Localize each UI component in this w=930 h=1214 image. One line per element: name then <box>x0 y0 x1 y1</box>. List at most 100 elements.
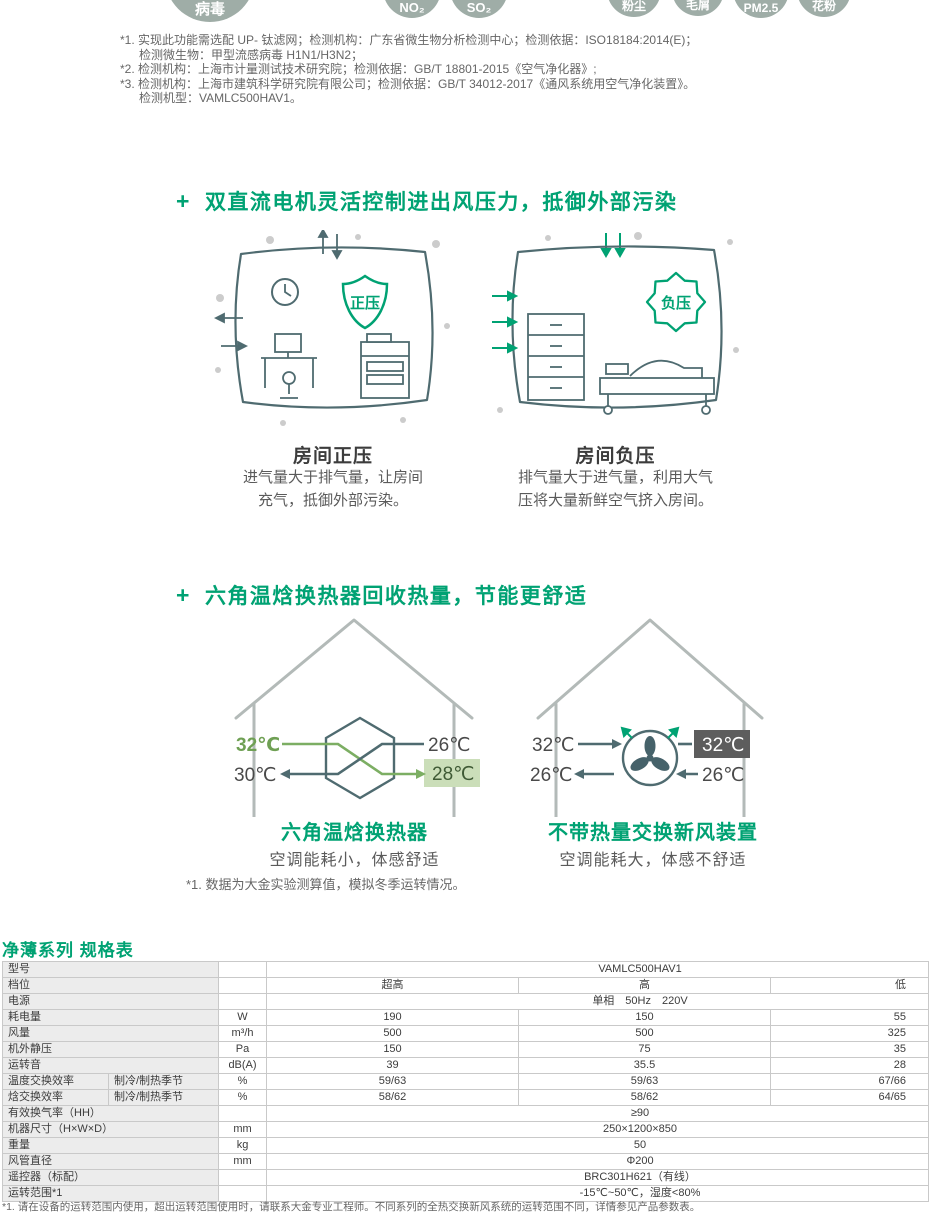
spec-unit-cell <box>218 961 267 978</box>
negative-pressure-burst-icon: 负压 <box>645 271 707 333</box>
spec-value-cell: 28 <box>769 1057 930 1074</box>
spec-label-cell: 重量 <box>2 1137 219 1154</box>
pollutant-icon-no2: NO₂ <box>383 0 441 18</box>
positive-pressure-room-illustration: 正压 <box>213 230 450 426</box>
caption-heat-exchanger-desc: 空调能耗小，体感舒适 <box>269 852 440 869</box>
spec-table-row: 遥控器（标配） BRC301H621（有线） <box>2 1169 930 1186</box>
unchanged-temp-box <box>694 730 750 758</box>
exhaust-air-stream-icon <box>280 742 424 779</box>
section-title-text: 六角温焓换热器回收热量，节能更舒适 <box>204 585 588 608</box>
room-outline <box>511 245 723 409</box>
spec-value-cell: 59/63 <box>266 1073 519 1090</box>
bed-icon <box>599 359 715 415</box>
spec-label-cell: 机器尺寸（H×W×D） <box>2 1121 219 1138</box>
spec-label-cell: 风量 <box>2 1025 219 1042</box>
temp-exhaust-out: 26℃ <box>530 765 572 786</box>
pollutant-icon-dust: 粉尘 <box>607 0 661 17</box>
positive-pressure-badge: 正压 <box>350 295 380 312</box>
pollutant-icon-dander: 毛屑 <box>672 0 724 16</box>
spec-table-row: 运转范围*1-15℃~50℃，湿度<80% <box>2 1185 930 1202</box>
spec-value-cell: BRC301H621（有线） <box>265 1169 930 1186</box>
footnote-line: 检测微生物：甲型流感病毒 H1N1/H3N2； <box>139 47 364 62</box>
spec-table-row: 电源 单相 50Hz 220V <box>2 993 930 1010</box>
copier-icon <box>360 333 410 399</box>
spec-unit-cell: m³/h <box>218 1025 267 1042</box>
no-exchange-house-illustration: 32℃ 32℃ 26℃ 26℃ <box>530 618 764 817</box>
certification-footnotes: *1. 实现此功能需选配 UP- 钛滤网；检测机构：广东省微生物分析检测中心；检… <box>120 33 697 106</box>
footnote-line: *2. 检测机构：上海市计量测试技术研究院；检测依据：GB/T 18801-20… <box>120 62 597 76</box>
spec-value-cell: 单相 50Hz 220V <box>265 993 930 1010</box>
spec-table-title: 净薄系列 规格表 <box>2 941 134 960</box>
temp-supply-unchanged: 32℃ <box>702 735 744 756</box>
spec-label-cell: 运转音 <box>2 1057 219 1074</box>
spec-value-cell: 35 <box>769 1041 930 1058</box>
room-outline <box>234 246 434 409</box>
spec-sublabel-cell: 制冷/制热季节 <box>108 1089 219 1106</box>
spec-unit-cell: mm <box>218 1153 267 1170</box>
spec-unit-cell: kg <box>218 1137 267 1154</box>
temp-outdoor-in: 32℃ <box>532 735 574 756</box>
caption-heat-exchanger: 六角温焓换热器 <box>281 822 428 844</box>
spec-unit-cell: W <box>218 1009 267 1026</box>
plus-icon: + <box>176 188 191 214</box>
spec-label-cell: 焓交换效率 <box>2 1089 109 1106</box>
spec-label-cell: 遥控器（标配） <box>2 1169 219 1186</box>
spec-label-cell: 温度交换效率 <box>2 1073 109 1090</box>
spec-unit-cell: mm <box>218 1121 267 1138</box>
spec-unit-cell <box>218 993 267 1010</box>
spec-unit-cell: dB(A) <box>218 1057 267 1074</box>
heat-section-footnote: *1. 数据为大金实验测算值，模拟冬季运转情况。 <box>186 877 466 892</box>
spec-value-cell: 67/66 <box>769 1073 930 1090</box>
pollutant-icon-label: 花粉 <box>811 0 836 13</box>
spec-value-cell: 58/62 <box>518 1089 771 1106</box>
clock-icon <box>271 278 299 306</box>
footnote-line: *1. 实现此功能需选配 UP- 钛滤网；检测机构：广东省微生物分析检测中心；检… <box>120 33 698 47</box>
spec-value-cell: 35.5 <box>518 1057 771 1074</box>
spec-value-cell: 150 <box>266 1041 519 1058</box>
desc-line: 充气，抵御外部污染。 <box>257 492 408 509</box>
spec-label-cell: 电源 <box>2 993 219 1010</box>
spec-value-cell: 150 <box>518 1009 771 1026</box>
negative-pressure-room-illustration: 负压 <box>492 232 739 415</box>
pollutant-icon-so2: SO₂ <box>450 0 508 18</box>
airflow-arrows-icon <box>574 739 698 779</box>
temp-outdoor-in: 32℃ <box>236 735 280 756</box>
pollutant-icon-label: 粉尘 <box>621 0 646 13</box>
spec-value-cell: 高 <box>518 977 771 994</box>
desc-line: 排气量大于进气量，利用大气 <box>517 469 713 486</box>
pollutant-icon-pm25: PM2.5 <box>733 0 789 18</box>
section-title-text: 双直流电机灵活控制进出风压力，抵御外部污染 <box>204 191 678 214</box>
spec-label-cell: 档位 <box>2 977 219 994</box>
spec-unit-cell: Pa <box>218 1041 267 1058</box>
spec-value-cell: -15℃~50℃，湿度<80% <box>265 1185 930 1202</box>
spec-value-cell: 500 <box>518 1025 771 1042</box>
spec-value-cell: 50 <box>265 1137 930 1154</box>
plus-icon: + <box>176 582 191 608</box>
spec-sublabel-cell: 制冷/制热季节 <box>108 1073 219 1090</box>
wall-airflow-arrows-icon <box>213 312 249 352</box>
spec-table-footnote: *1. 请在设备的运转范围内使用，超出运转范围使用时，请联系大金专业工程师。不同… <box>2 1201 701 1213</box>
spec-value-cell: 58/62 <box>266 1089 519 1106</box>
pollutant-icon-label: PM2.5 <box>743 1 779 15</box>
section-title-heat-exchange: + 六角温焓换热器回收热量，节能更舒适 <box>176 580 587 610</box>
drawer-cabinet-icon <box>527 313 585 401</box>
caption-no-exchange: 不带热量交换新风装置 <box>548 822 758 844</box>
spec-value-cell: 39 <box>266 1057 519 1074</box>
caption-positive-pressure: 房间正压 <box>292 446 373 467</box>
fan-icon <box>621 729 679 787</box>
negative-pressure-badge: 负压 <box>661 294 691 312</box>
desc-line: 进气量大于排气量，让房间 <box>242 469 423 486</box>
spec-label-cell: 风管直径 <box>2 1153 219 1170</box>
caption-negative-pressure: 房间负压 <box>575 446 656 467</box>
footnote-line: *3. 检测机构：上海市建筑科学研究院有限公司；检测依据：GB/T 34012-… <box>120 76 696 91</box>
spec-label-cell: 机外静压 <box>2 1041 219 1058</box>
supply-temp-box <box>424 759 480 787</box>
spec-table-row: 档位超高高低 <box>2 977 930 994</box>
